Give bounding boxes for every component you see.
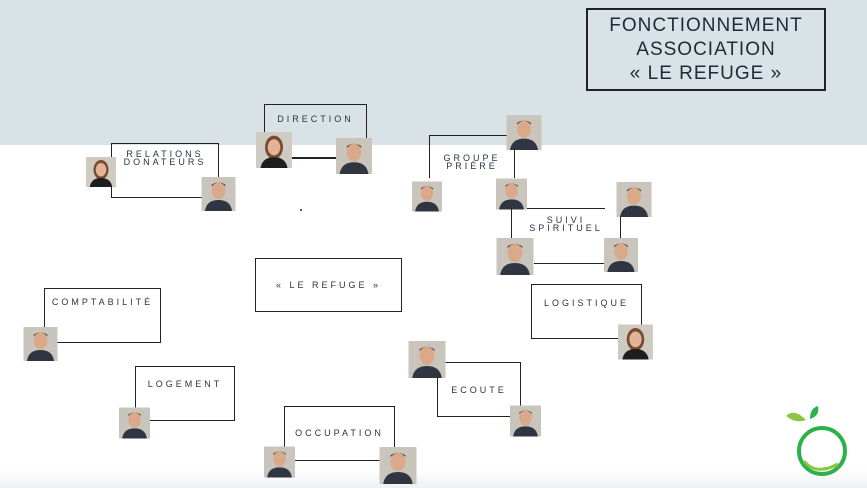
person-photo: [86, 148, 116, 196]
person-photo: [510, 400, 541, 442]
suivi-right-line: [620, 217, 622, 238]
suivi-label-1: SUIVI: [546, 215, 586, 225]
person-photo: [379, 447, 417, 484]
direction-connector: [292, 158, 336, 160]
title-line-2: ASSOCIATION: [636, 38, 776, 60]
leaf-circle-logo: [786, 406, 850, 478]
relations-label-1: RELATIONS: [126, 149, 204, 159]
direction-label: DIRECTION: [277, 114, 354, 124]
person-photo: [23, 327, 58, 361]
ecoute-box: [437, 362, 521, 417]
person-photo: [618, 318, 653, 366]
center-box: « LE REFUGE »: [255, 258, 402, 312]
groupe-priere-box: [429, 135, 515, 178]
logement-box: [135, 366, 235, 421]
occupation-box: [284, 406, 395, 461]
stray-dot: [300, 209, 302, 211]
title-line-1: FONCTIONNEMENT: [609, 14, 803, 36]
suivi-label-2: SPIRITUEL: [529, 223, 603, 233]
groupe-label-1: GROUPE: [443, 153, 501, 163]
comptabilite-label: COMPTABILITÉ: [51, 297, 154, 307]
person-photo: [604, 238, 638, 272]
relations-label-2: DONATEURS: [123, 157, 207, 167]
suivi-top-line: [527, 208, 605, 210]
center-label: « LE REFUGE »: [275, 280, 382, 290]
comptabilite-box: [44, 288, 161, 343]
person-photo: [201, 177, 236, 211]
groupe-label-2: PRIÈRE: [446, 161, 498, 171]
suivi-bottom-line: [534, 263, 604, 265]
logistique-box: [531, 284, 642, 339]
direction-box: [264, 104, 367, 158]
ecoute-label: ECOUTE: [451, 385, 507, 395]
occupation-label: OCCUPATION: [295, 428, 384, 438]
person-photo: [256, 131, 292, 169]
person-photo: [496, 238, 534, 275]
title-line-3: « LE REFUGE »: [629, 62, 783, 84]
person-photo: [604, 182, 664, 217]
logement-label: LOGEMENT: [147, 379, 223, 389]
logistique-label: LOGISTIQUE: [543, 298, 629, 308]
person-photo: [494, 115, 554, 150]
person-photo: [264, 441, 295, 483]
person-photo: [336, 138, 372, 174]
person-photo: [412, 176, 442, 217]
bottom-fade: [0, 470, 867, 488]
title-box: FONCTIONNEMENT ASSOCIATION « LE REFUGE »: [586, 8, 826, 91]
person-photo: [408, 341, 446, 378]
suivi-left-line: [511, 208, 513, 238]
person-photo: [119, 402, 150, 444]
